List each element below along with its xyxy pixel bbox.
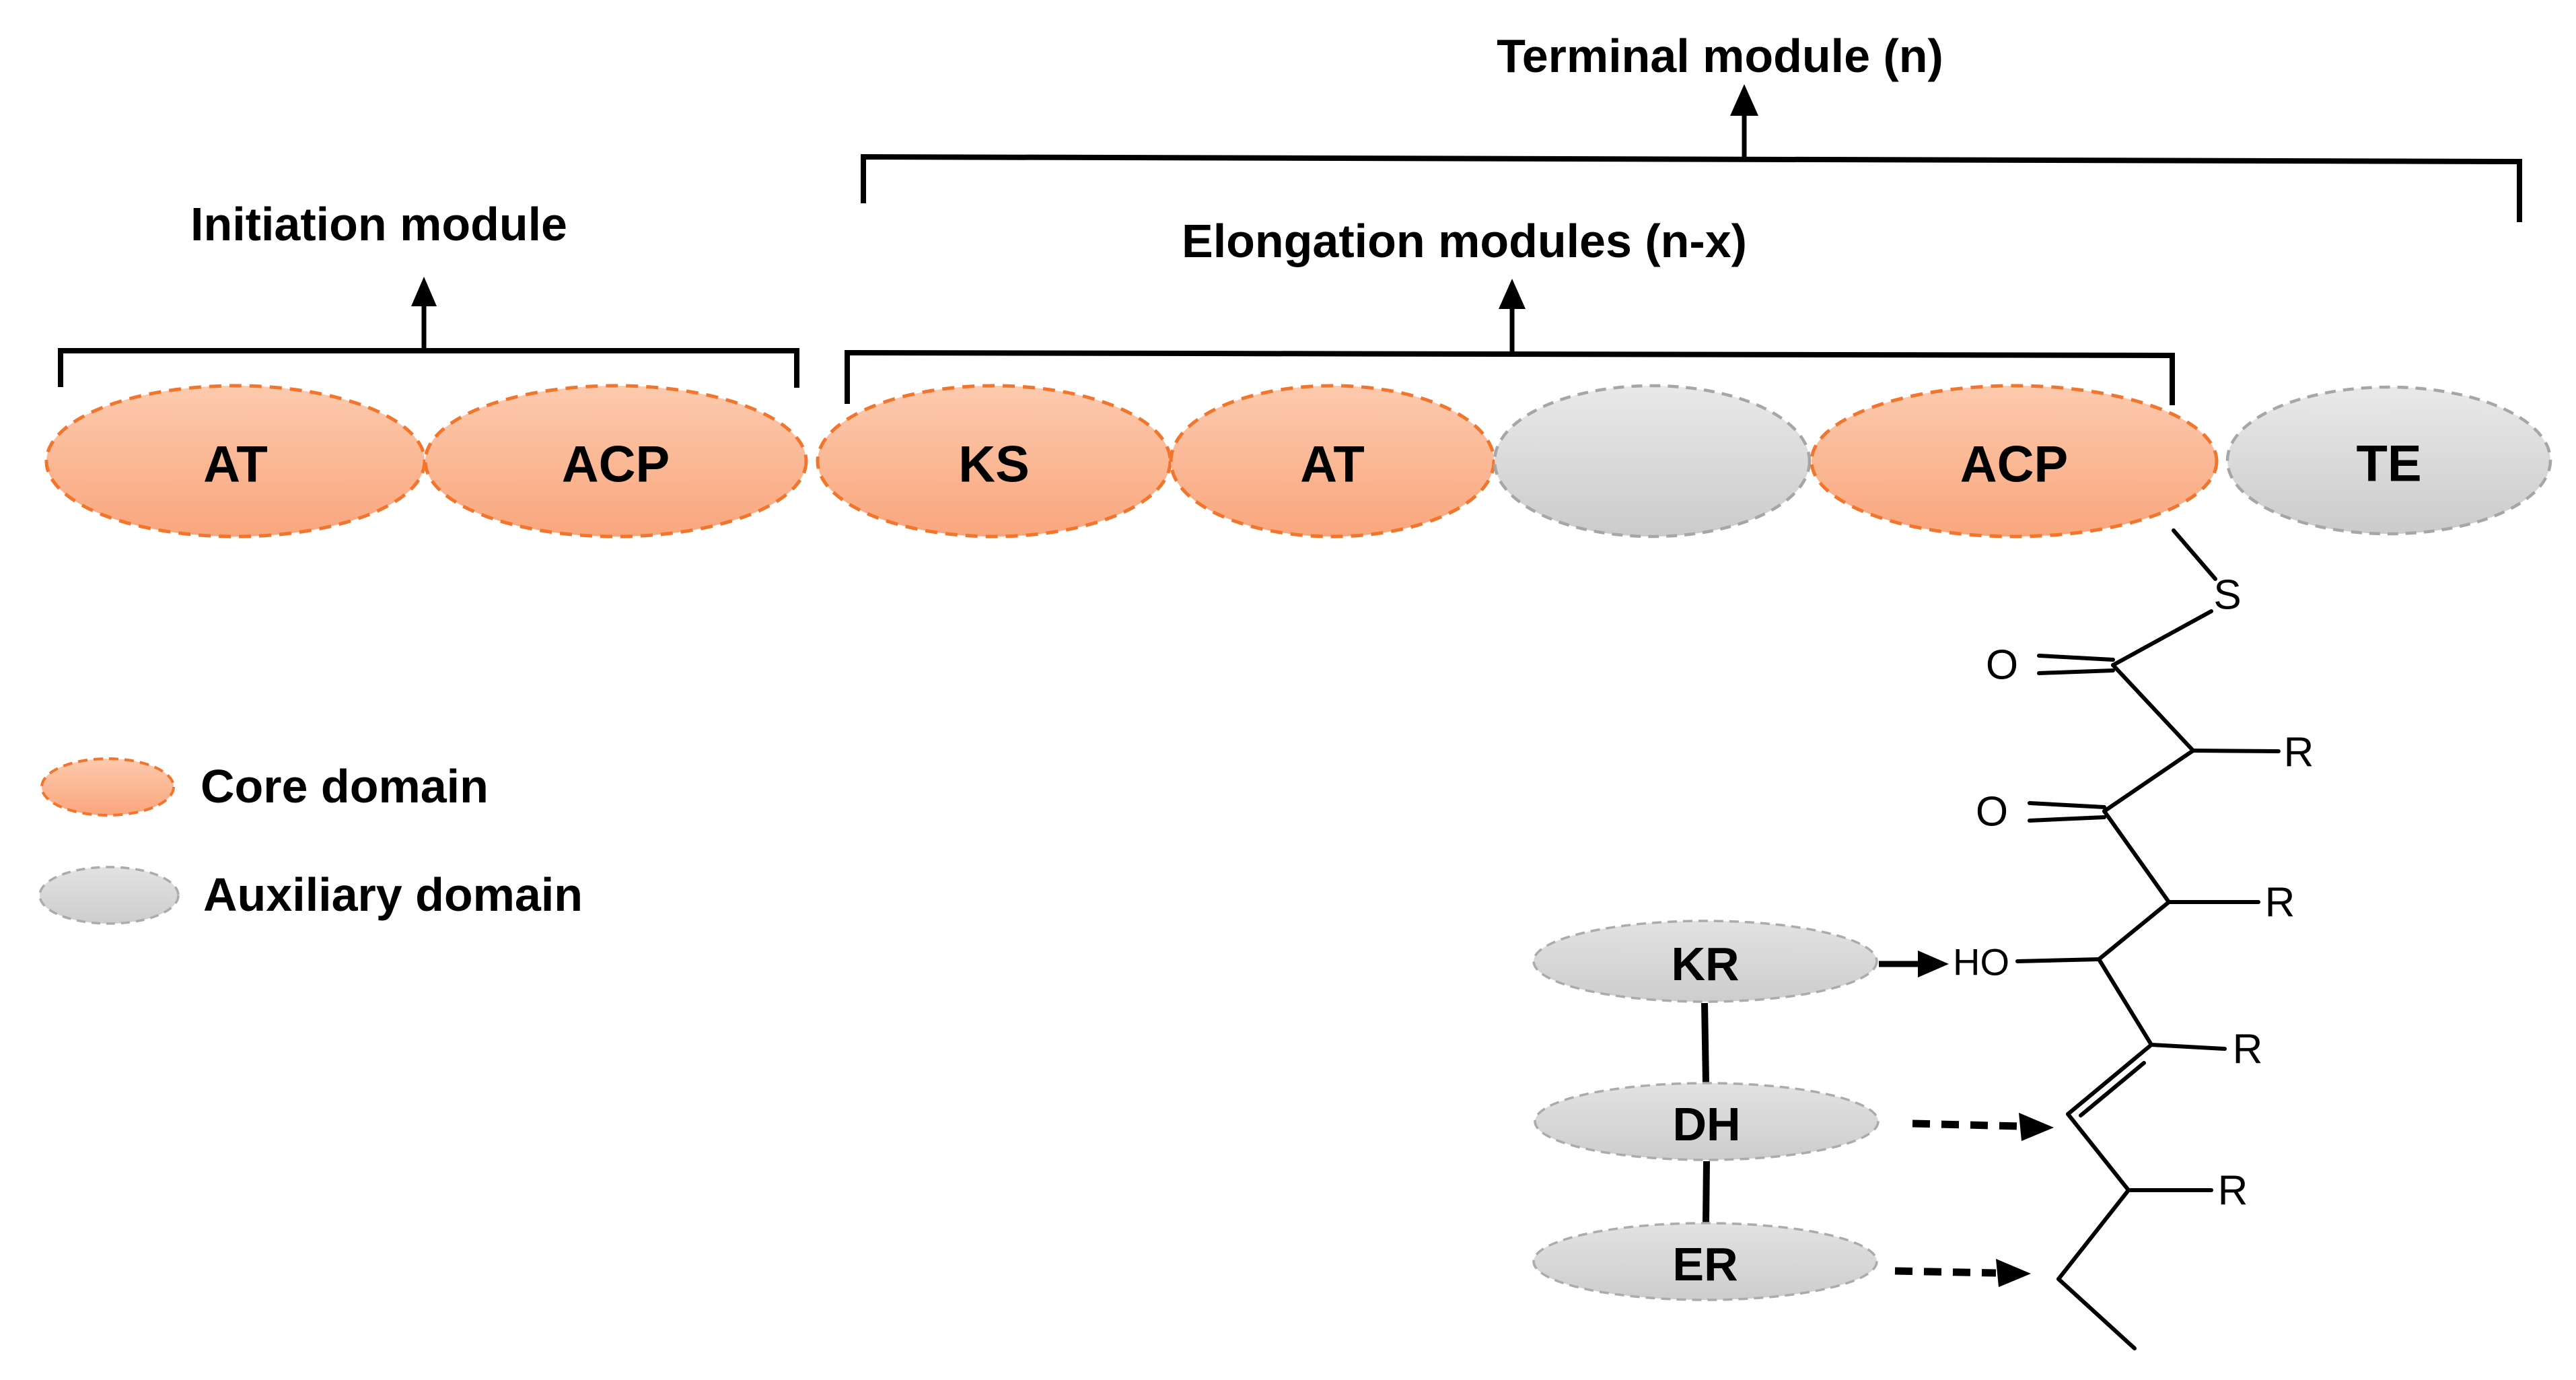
tailoring-ellipse-dh [1534, 1082, 1880, 1161]
dh-product-arrow [1912, 1113, 2054, 1141]
domain-auxiliary-blank [1493, 384, 1812, 539]
domain-track: AT ACP KS AT ACP TE [44, 384, 2552, 539]
tailoring-label-dh: DH [1672, 1098, 1740, 1150]
r-group-label-4: R [2218, 1168, 2248, 1214]
sulfur-atom-label: S [2213, 572, 2241, 619]
r-group-label-2: R [2265, 880, 2295, 926]
terminal-arrow-head-icon [1730, 84, 1758, 116]
c4-c5-bond [2097, 900, 2171, 961]
domain-ellipse-core [1169, 384, 1496, 539]
domain-ellipse-core [1810, 384, 2219, 539]
domain-label-at: AT [203, 436, 268, 493]
legend-auxiliary-swatch [38, 866, 180, 925]
tailoring-label-kr: KR [1671, 938, 1739, 990]
legend-item-core: Core domain [40, 757, 489, 817]
er-arrow-head-icon [1996, 1259, 2031, 1287]
initiation-bracket-line [58, 348, 799, 388]
domain-at-initiation: AT [44, 384, 427, 539]
c6-r3-bond [2149, 1043, 2227, 1051]
domain-at-elongation: AT [1169, 384, 1496, 539]
domain-label-ks: KS [958, 436, 1030, 493]
domain-ellipse-core [423, 384, 808, 539]
er-arrow-line [1894, 1267, 1997, 1277]
kr-arrow-head-icon [1918, 951, 1949, 977]
c3-o-double-bond-a [2028, 801, 2106, 809]
oxygen-atom-label-1: O [1986, 642, 2018, 689]
legend-core-swatch [40, 757, 175, 817]
terminal-bracket-line [861, 153, 2522, 222]
legend-auxiliary-label: Auxiliary domain [203, 868, 583, 921]
tailoring-domains: KR DH ER [1532, 920, 2054, 1301]
c6-c7-double-bond-b [2079, 1061, 2146, 1117]
r-group-label-1: R [2284, 730, 2314, 776]
elongation-arrow-head-icon [1499, 279, 1526, 309]
sulfur-c1-bond [2111, 609, 2213, 667]
polyketide-structure: S O R O R HO R R [1953, 528, 2314, 1350]
domain-label-acp: ACP [562, 436, 670, 493]
domain-label-at2: AT [1300, 436, 1365, 493]
acp-sulfur-bond [2172, 528, 2217, 581]
domain-ellipse-auxiliary [2225, 385, 2552, 536]
c3-c4-bond [2102, 809, 2171, 904]
tailoring-ellipse-kr [1532, 920, 1878, 1003]
kr-dh-connector-line [1701, 1002, 1709, 1083]
c3-o-double-bond-b [2028, 815, 2106, 823]
c7-c8-bond [2066, 1112, 2131, 1192]
c9-tail-bond [2056, 1277, 2137, 1350]
domain-acp-initiation: ACP [423, 384, 808, 539]
domain-label-te: TE [2356, 436, 2421, 493]
domain-label-acp2: ACP [1960, 436, 2068, 493]
c1-o-double-bond-b [2037, 668, 2115, 675]
c5-c6-bond [2097, 957, 2153, 1047]
r-group-label-3: R [2233, 1027, 2263, 1073]
oxygen-atom-label-2: O [1976, 789, 2008, 835]
elongation-modules-title: Elongation modules (n-x) [1182, 215, 1747, 267]
hydroxyl-label: HO [1953, 941, 2009, 984]
elongation-bracket-line [845, 349, 2175, 405]
terminal-module-title: Terminal module (n) [1497, 30, 1943, 82]
legend-item-auxiliary: Auxiliary domain [38, 866, 583, 925]
legend-core-label: Core domain [201, 760, 489, 813]
er-product-arrow [1894, 1259, 2031, 1287]
c6-c7-double-bond-a [2066, 1043, 2153, 1116]
initiation-module-bracket: Initiation module [58, 198, 799, 388]
c1-o-double-bond-a [2037, 654, 2115, 662]
dh-arrow-head-icon [2019, 1113, 2054, 1141]
dh-arrow-line [1912, 1119, 2019, 1130]
domain-ellipse-core [44, 384, 427, 539]
c2-c3-bond [2102, 749, 2195, 813]
elongation-modules-bracket: Elongation modules (n-x) [845, 215, 2175, 405]
domain-te-terminal: TE [2225, 385, 2552, 536]
kr-product-arrow [1879, 951, 1949, 977]
dh-er-connector-line [1703, 1161, 1710, 1223]
initiation-arrow-head-icon [411, 277, 437, 306]
c8-c9-bond [2056, 1188, 2131, 1281]
domain-ellipse-auxiliary [1493, 384, 1812, 539]
tailoring-label-er: ER [1672, 1238, 1738, 1290]
c1-c2-bond [2111, 663, 2195, 753]
domain-acp-terminal: ACP [1810, 384, 2219, 539]
tailoring-ellipse-er [1532, 1222, 1878, 1301]
ho-c5-bond [2015, 957, 2101, 963]
legend: Core domain Auxiliary domain [38, 757, 583, 925]
initiation-module-title: Initiation module [190, 198, 567, 250]
terminal-module-bracket: Terminal module (n) [861, 30, 2522, 222]
domain-ks-elongation: KS [816, 384, 1172, 539]
